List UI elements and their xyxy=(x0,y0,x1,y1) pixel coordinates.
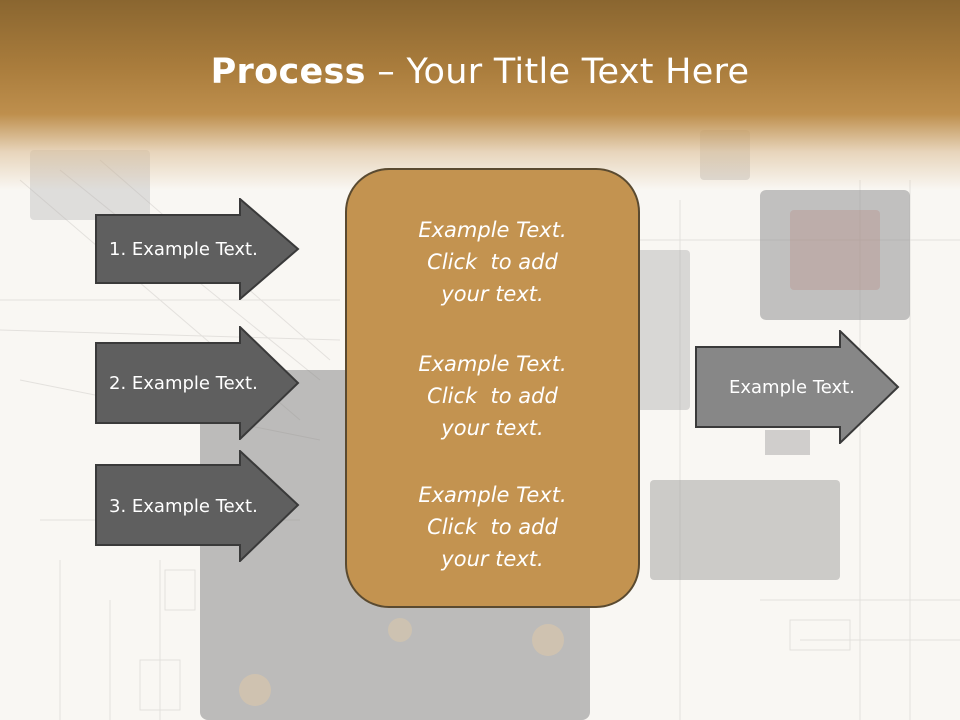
arrow-shape xyxy=(695,330,900,444)
arrow-label: 3. Example Text. xyxy=(109,495,258,517)
arrow-step-1[interactable]: 1. Example Text. xyxy=(95,198,300,300)
arrow-shape xyxy=(95,198,300,300)
arrow-shape xyxy=(95,326,300,440)
title-bold-part: Process xyxy=(210,52,366,92)
paragraph-line: Click to add xyxy=(427,250,558,274)
arrow-label: Example Text. xyxy=(729,376,855,398)
slide-title[interactable]: Process – Your Title Text Here xyxy=(0,52,960,92)
center-text-box[interactable]: Example Text. Click to add your text. Ex… xyxy=(345,168,640,608)
center-paragraph-2: Example Text. Click to add your text. xyxy=(347,348,638,444)
arrow-step-2[interactable]: 2. Example Text. xyxy=(95,326,300,440)
paragraph-line: your text. xyxy=(441,547,544,571)
paragraph-line: your text. xyxy=(441,416,544,440)
arrow-shape xyxy=(95,450,300,562)
center-paragraph-1: Example Text. Click to add your text. xyxy=(347,214,638,310)
title-bar xyxy=(0,0,960,190)
paragraph-line: Click to add xyxy=(427,384,558,408)
title-rest-part: – Your Title Text Here xyxy=(365,52,750,92)
paragraph-line: Example Text. xyxy=(418,352,567,376)
paragraph-line: Click to add xyxy=(427,515,558,539)
center-paragraph-3: Example Text. Click to add your text. xyxy=(347,479,638,575)
paragraph-line: your text. xyxy=(441,282,544,306)
arrow-label: 1. Example Text. xyxy=(109,238,258,260)
arrow-step-3[interactable]: 3. Example Text. xyxy=(95,450,300,562)
paragraph-line: Example Text. xyxy=(418,218,567,242)
paragraph-line: Example Text. xyxy=(418,483,567,507)
arrow-result[interactable]: Example Text. xyxy=(695,330,900,444)
arrow-label: 2. Example Text. xyxy=(109,372,258,394)
